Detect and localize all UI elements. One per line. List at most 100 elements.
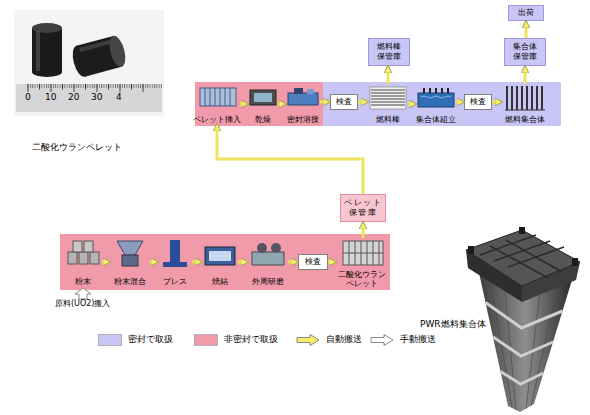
scale-number: 4 — [116, 93, 122, 103]
transport-arrow — [288, 261, 298, 264]
ruler-major-ticks — [28, 84, 143, 92]
transport-arrow — [387, 66, 390, 84]
node-label: 密封溶接 — [287, 115, 319, 124]
ruler-scale — [27, 84, 162, 88]
node-label: 燃料集合体 — [505, 115, 545, 124]
pellet-shine — [36, 31, 40, 71]
legend-item: 手動搬送 — [370, 333, 436, 347]
ruler — [16, 84, 162, 112]
assembly-pool — [418, 93, 454, 107]
transport-arrow — [320, 101, 330, 104]
powder-icon — [68, 241, 99, 264]
legend-arrow-sample — [370, 334, 394, 346]
transport-arrow — [328, 261, 336, 264]
pellet-lying — [70, 34, 129, 78]
pellet-face — [106, 34, 128, 69]
nozzle-top — [466, 230, 580, 286]
process-step: 燃料棒 — [368, 84, 408, 124]
storage-box: 集合体 保管庫 — [504, 38, 546, 66]
mixer-base — [122, 255, 138, 266]
process-step: 密封溶接 — [286, 84, 320, 124]
photo-caption: 二酸化ウランペレット — [32, 143, 122, 153]
photo-background — [14, 10, 164, 116]
fuel-rod-icon — [370, 87, 406, 109]
pellet-shine — [79, 39, 113, 52]
spacer-grid — [493, 337, 553, 356]
transport-arrow — [492, 101, 502, 104]
node-label: 乾燥 — [255, 115, 271, 124]
inspection-box: 検査 — [330, 94, 358, 110]
nozzle-grid — [480, 235, 564, 278]
process-step: 外周研磨 — [248, 238, 288, 286]
manual-arrow — [75, 288, 91, 299]
icon-bars — [205, 88, 230, 106]
legend-item: 自動搬送 — [296, 333, 362, 347]
storage-box: ペレット 保管庫 — [340, 194, 386, 222]
node-label: ペレット 保管庫 — [341, 198, 385, 218]
powder-drum — [73, 241, 82, 252]
pool-water — [421, 96, 451, 98]
node-label: 焼結 — [212, 277, 228, 286]
legend-item: 非密封で取扱 — [194, 333, 278, 347]
mixer-hopper — [117, 241, 143, 255]
transport-arrow — [358, 101, 368, 104]
legend-label: 手動搬送 — [400, 334, 436, 346]
node-label: 集合体組立 — [416, 115, 456, 124]
welder-body — [288, 93, 318, 105]
scale-number: 10 — [45, 93, 56, 103]
node-label: 外周研磨 — [252, 277, 284, 286]
node-label: 出荷 — [518, 8, 534, 18]
storage-box: 出荷 — [508, 5, 544, 21]
arrow-sample — [297, 335, 319, 346]
powder-drum — [90, 252, 99, 264]
nozzle-post — [572, 258, 578, 266]
assembly-base — [505, 110, 545, 111]
transport-arrow — [456, 101, 464, 104]
node-label: 検査 — [336, 97, 352, 107]
process-step: プレス — [158, 238, 192, 286]
drying-icon — [250, 90, 276, 105]
welding-icon — [288, 88, 318, 105]
press-column — [170, 240, 180, 262]
node-label: 粉末 — [75, 277, 91, 286]
scale-number: 30 — [91, 93, 102, 103]
spacer-grid — [501, 372, 544, 385]
legend-swatch — [98, 334, 122, 346]
process-step: ペレット挿入 — [194, 84, 240, 124]
scale-number: 0 — [25, 93, 31, 103]
welder-head — [294, 88, 303, 94]
storage-box: 燃料棒 保管庫 — [368, 38, 410, 66]
assembly-bars — [507, 86, 542, 110]
legend-label: 非密封で取扱 — [224, 334, 278, 346]
grinding-icon — [252, 243, 284, 265]
transport-arrow — [238, 261, 248, 264]
node-label: 燃料棒 — [376, 115, 400, 124]
node-label: 燃料棒 保管庫 — [369, 42, 409, 62]
node-label: 二酸化ウラン ペレット — [336, 270, 388, 288]
spacer-grid — [486, 303, 563, 329]
process-step: 粉末 — [64, 238, 102, 286]
node-label: 集合体 保管庫 — [505, 42, 545, 62]
powder-drum — [84, 241, 93, 252]
legend-label: 密封で取扱 — [128, 334, 173, 346]
arrow-sample — [371, 335, 393, 346]
furnace-window — [209, 251, 231, 261]
legend-label: 自動搬送 — [326, 334, 362, 346]
legend-item: 密封で取扱 — [98, 333, 173, 347]
transport-arrow — [192, 261, 202, 264]
legend-swatch — [194, 334, 218, 346]
process-step: 燃料集合体 — [502, 84, 548, 124]
fuel-assembly-icon — [505, 86, 545, 110]
process-step: 粉末混合 — [110, 238, 150, 286]
node-label: 検査 — [305, 257, 321, 267]
node-label: ペレット挿入 — [193, 115, 241, 124]
assembly-icon — [418, 88, 454, 107]
pellet-insert-icon — [200, 88, 236, 106]
grinder-wheel — [257, 243, 267, 253]
transport-arrow — [524, 66, 527, 84]
sintering-icon — [205, 247, 235, 265]
rod-rack — [370, 87, 406, 109]
node-label: 粉末混合 — [114, 277, 146, 286]
